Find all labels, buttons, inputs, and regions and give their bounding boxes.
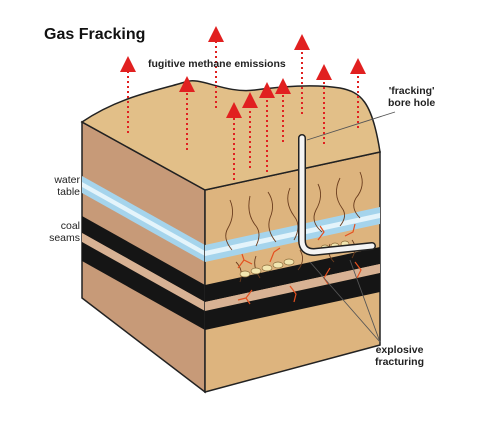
fracture-cracks [225,171,363,283]
coal-seam-upper-front [205,247,380,302]
coal-seam-lower-front [205,273,380,330]
label-fracture-line2: fracturing [375,356,425,368]
coal-seam-upper-left [82,216,205,302]
leader-lines [306,111,396,343]
left-face [81,120,206,394]
label-bore-hole-line1: 'fracking' [388,85,435,97]
bore-hole-pipe [298,134,376,257]
label-water-table: water table [48,174,80,198]
label-coal-line2: seams [49,232,80,244]
label-bore-hole-line2: bore hole [388,97,436,109]
methane-emission-arrows [120,26,366,180]
label-coal-line1: coal [60,220,80,232]
label-coal-seams: coal seams [46,220,80,244]
fracture-zone [237,223,362,305]
label-methane-emissions: fugitive methane emissions [148,58,286,70]
label-water-line2: table [57,186,80,198]
label-bore-hole: 'fracking' bore hole [388,85,435,109]
front-face [204,151,381,393]
coal-seam-lower-left [82,242,205,330]
label-water-line1: water [54,174,80,186]
diagram-title: Gas Fracking [44,26,146,43]
label-explosive-fracturing: explosive fracturing [375,344,424,368]
label-fracture-line1: explosive [375,344,424,356]
